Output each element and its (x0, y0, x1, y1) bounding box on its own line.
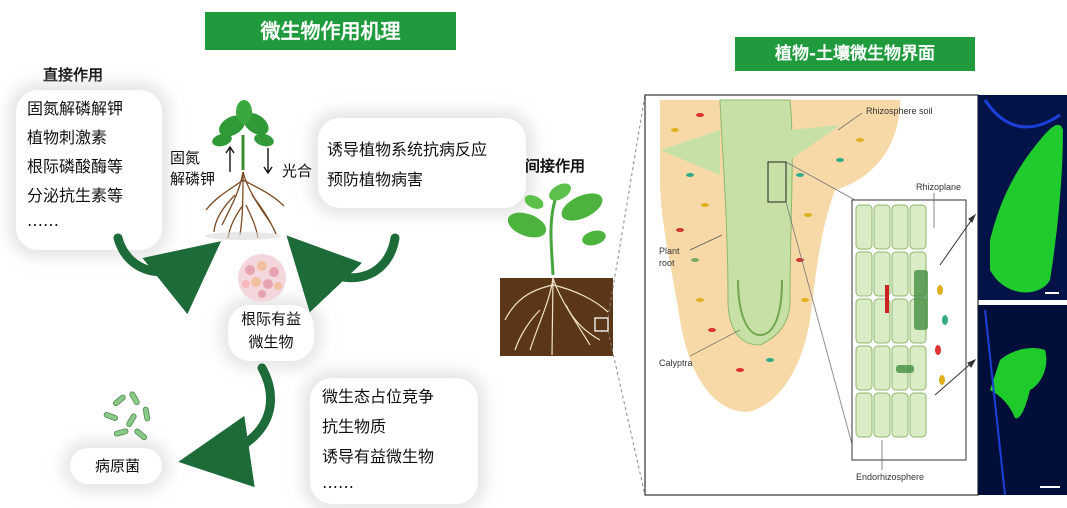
cell-detail (851, 199, 967, 461)
fix-line2: 解磷钾 (170, 170, 216, 188)
indirect-cloud (318, 118, 526, 208)
direct-heading: 直接作用 (43, 66, 104, 84)
photo-label: 光合 (282, 162, 313, 180)
label-calyptra: Calyptra (659, 358, 693, 368)
competition-list: 微生态占位竞争 抗生物质 诱导有益微生物 …… (322, 382, 434, 498)
fluorescence-micrograph-top (978, 95, 1067, 300)
micrograph-arrows (934, 213, 977, 396)
zoom-lines (607, 94, 646, 496)
title-left: 微生物作用机理 (260, 19, 401, 43)
fix-line1: 固氮 (170, 149, 201, 167)
curved-arrows (113, 233, 400, 488)
label-rhizoplane: Rhizoplane (916, 182, 962, 192)
label-endorhizosphere: Endorhizosphere (856, 472, 925, 482)
label-plant-root: Plant root (659, 245, 680, 269)
direct-item: 固氮解磷解钾 (27, 99, 124, 118)
direct-item: 根际磷酸酶等 (27, 157, 124, 176)
direct-cloud (16, 90, 162, 250)
root-zoom-lines (785, 161, 856, 456)
direct-item: …… (27, 211, 59, 230)
soil-plant-illustration (500, 183, 613, 356)
beneficial-cloud (228, 305, 314, 361)
beneficial-line1: 根际有益 (240, 310, 301, 328)
competition-item: …… (322, 473, 354, 492)
nutrient-arrows (225, 145, 273, 175)
indirect-heading: 间接作用 (525, 157, 586, 175)
competition-item: 抗生物质 (322, 417, 387, 436)
fix-label: 固氮 解磷钾 (170, 148, 215, 190)
indirect-item: 诱导植物系统抗病反应 (327, 140, 488, 159)
pathogen-label: 病原菌 (95, 457, 141, 475)
beneficial-line2: 微生物 (248, 333, 294, 351)
indirect-item: 预防植物病害 (327, 170, 424, 189)
pathogen-cluster (103, 391, 151, 441)
root-zoom-box (767, 161, 787, 203)
beneficial-label: 根际有益 微生物 (234, 308, 308, 354)
beneficial-microbe-cluster (238, 254, 286, 302)
title-banner-left: 微生物作用机理 (205, 12, 456, 50)
title-right: 植物-土壤微生物界面 (774, 44, 936, 64)
pathogen-cloud (70, 448, 162, 484)
root-line2: root (659, 258, 675, 268)
root-line1: Plant (659, 246, 680, 256)
direct-item: 植物刺激素 (27, 128, 108, 147)
fluorescence-micrograph-bottom (978, 305, 1067, 496)
competition-item: 微生态占位竞争 (322, 387, 435, 406)
rhizosphere-blob (660, 99, 900, 412)
direct-list: 固氮解磷解钾 植物刺激素 根际磷酸酶等 分泌抗生素等 …… (27, 94, 123, 235)
label-rhizosphere-soil: Rhizosphere soil (866, 106, 933, 116)
competition-cloud (310, 378, 478, 504)
direct-item: 分泌抗生素等 (27, 186, 124, 205)
label-leaders (689, 112, 935, 470)
plant-illustration (205, 100, 285, 240)
title-banner-right: 植物-土壤微生物界面 (735, 37, 975, 71)
indirect-list: 诱导植物系统抗病反应 预防植物病害 (327, 135, 487, 195)
competition-item: 诱导有益微生物 (322, 447, 435, 466)
